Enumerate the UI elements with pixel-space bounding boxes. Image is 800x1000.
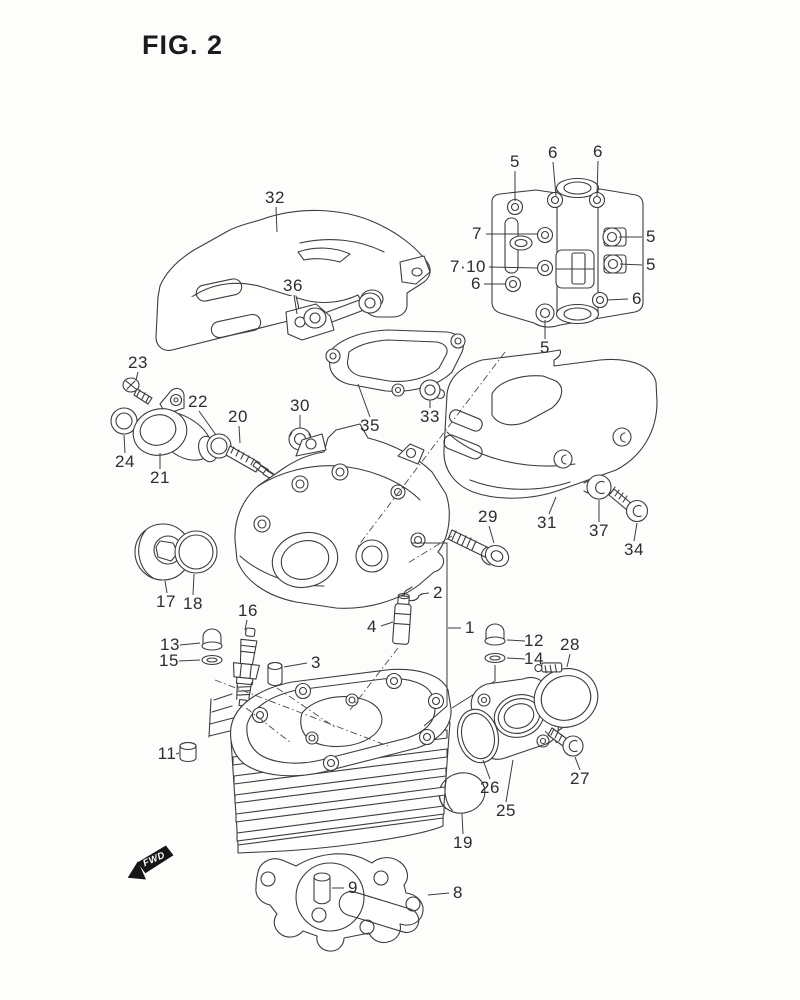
leader-line-19	[461, 813, 464, 835]
dowel-pin-9	[313, 872, 331, 905]
leader-line-6	[606, 298, 629, 301]
washer-15	[201, 654, 223, 666]
leader-line-11	[175, 752, 180, 755]
oring-26	[456, 708, 500, 764]
leader-line-6	[552, 161, 557, 197]
leader-line-15	[178, 659, 201, 662]
callout-join-12-14	[451, 665, 496, 709]
tach-drive-housing	[132, 387, 219, 463]
leader-line-17	[164, 580, 168, 594]
leader-line-28	[566, 653, 571, 668]
head-side-cover	[443, 349, 658, 499]
leader-line-14	[506, 657, 526, 660]
oring-18	[174, 530, 218, 574]
washer-14	[484, 652, 506, 664]
bolt-27	[547, 727, 584, 757]
center-guide-4	[214, 679, 389, 747]
pipe-clamp-28	[533, 662, 599, 728]
fwd-arrowhead	[127, 861, 146, 880]
plug-11	[179, 741, 197, 763]
center-guide-6	[245, 707, 291, 743]
leader-line-2	[420, 592, 430, 595]
leader-line-32	[275, 206, 278, 233]
flange-bolt-29	[447, 529, 510, 568]
cam-holder-assembly	[491, 177, 644, 328]
cover-bracket	[285, 292, 382, 341]
leader-line-8	[427, 892, 450, 896]
callout-bracket-1	[412, 542, 448, 727]
cylinder-head	[234, 423, 450, 609]
leader-line-5	[619, 263, 643, 266]
leader-line-27	[574, 756, 581, 771]
leader-line-4	[380, 621, 394, 627]
leader-line-16	[244, 619, 248, 631]
leader-line-26	[482, 759, 491, 780]
grommet	[419, 379, 446, 401]
leader-line-31	[548, 496, 557, 515]
leader-line-25	[505, 759, 514, 803]
leader-line-24	[123, 434, 126, 454]
leader-line-20	[238, 425, 241, 444]
leader-line-13	[179, 642, 201, 646]
valve-inspection-cap	[134, 523, 192, 581]
leader-line-23	[135, 371, 139, 381]
leader-line-35	[357, 383, 371, 418]
oring-22	[206, 433, 232, 459]
dowel-tube-4	[392, 592, 412, 645]
fwd-flag	[137, 845, 174, 874]
center-guide-1	[357, 351, 506, 547]
cap-nut-13	[201, 628, 223, 651]
leader-line-18	[192, 573, 195, 596]
fwd-marker: FWD	[127, 845, 174, 880]
tappet-plug	[583, 474, 612, 500]
screw-23	[122, 377, 153, 405]
leader-line-6	[596, 160, 599, 197]
leader-line-22	[198, 410, 217, 436]
spark-plug	[232, 627, 260, 712]
bolt-holes	[504, 191, 623, 323]
center-guide-3	[349, 647, 399, 711]
center-guide-7	[544, 730, 558, 744]
cap-nut-12	[484, 623, 506, 646]
head-cover-frame	[325, 329, 466, 397]
leader-line-36	[293, 294, 298, 315]
leader-line-12	[506, 639, 526, 642]
leader-line-29	[488, 525, 495, 544]
leader-lines	[123, 160, 643, 896]
figure-title: FIG. 2	[142, 30, 224, 60]
cover-screw	[608, 486, 649, 523]
center-guide-2	[407, 535, 453, 564]
leader-line-7·10	[488, 266, 539, 269]
leader-line-34	[633, 522, 638, 542]
cylinder-block	[208, 668, 452, 854]
head-gasket	[255, 853, 424, 952]
dowel-pin-3	[267, 661, 283, 687]
leader-line-3	[283, 662, 308, 668]
center-guide-5	[276, 687, 337, 729]
